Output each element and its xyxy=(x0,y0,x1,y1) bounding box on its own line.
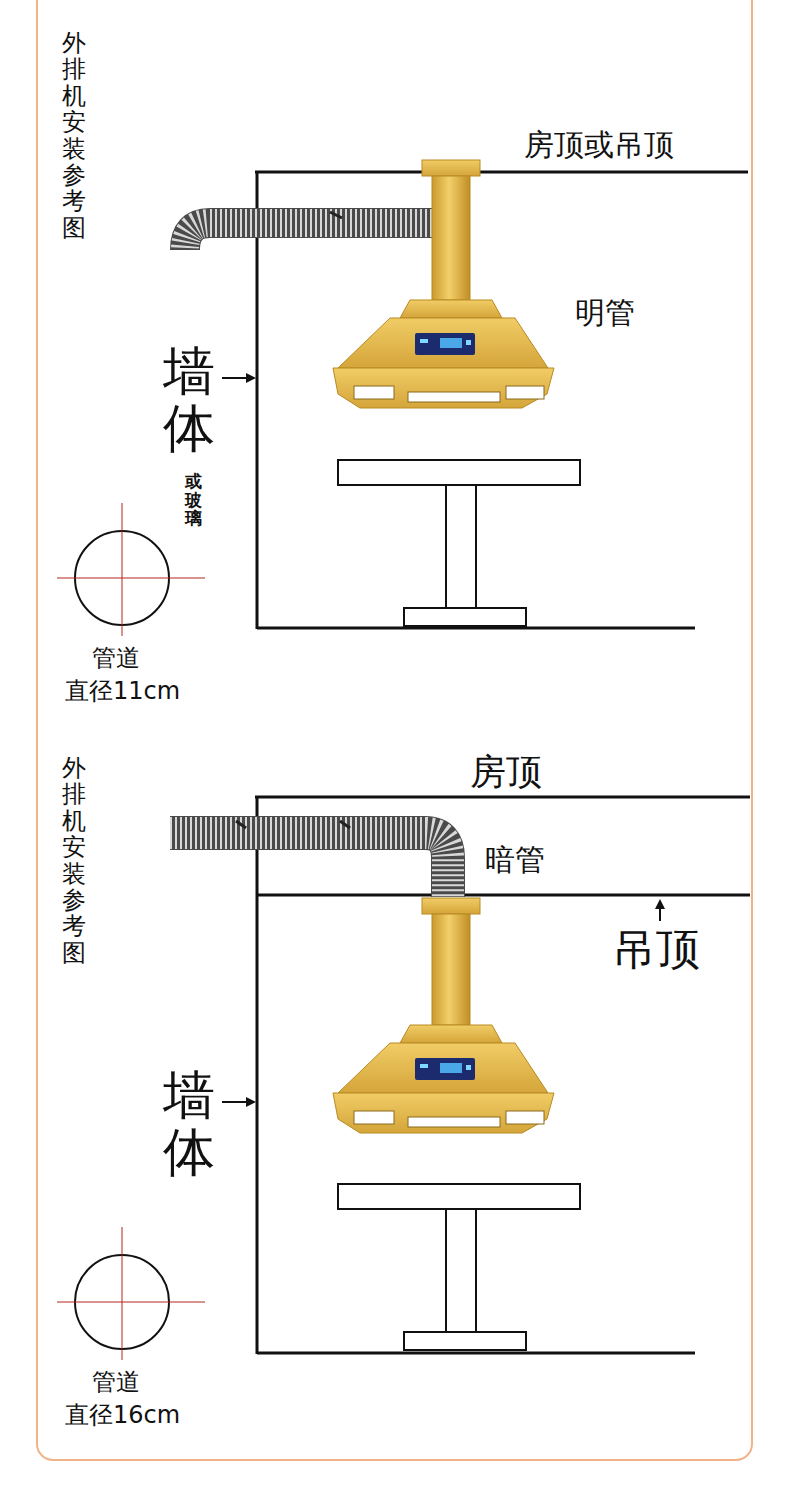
ceiling-label: 吊顶 xyxy=(612,925,700,973)
frame xyxy=(37,0,752,1460)
ceiling-label: 房顶或吊顶 xyxy=(524,128,674,161)
roof-label: 房顶 xyxy=(470,752,542,792)
pipe-label: 管道 xyxy=(92,645,140,671)
pipe-label: 管道 xyxy=(92,1369,140,1395)
duct-label: 明管 xyxy=(575,296,635,329)
vertical-title: 外排机安装参考图 xyxy=(62,30,86,241)
wall-note: 或玻璃 xyxy=(185,472,202,528)
wall-label: 墙体 xyxy=(163,343,215,457)
wall-label: 墙体 xyxy=(163,1067,215,1181)
diameter-label: 直径11cm xyxy=(65,678,180,704)
vertical-title: 外排机安装参考图 xyxy=(62,755,86,966)
diameter-label: 直径16cm xyxy=(65,1402,180,1428)
duct-label: 暗管 xyxy=(485,843,545,876)
